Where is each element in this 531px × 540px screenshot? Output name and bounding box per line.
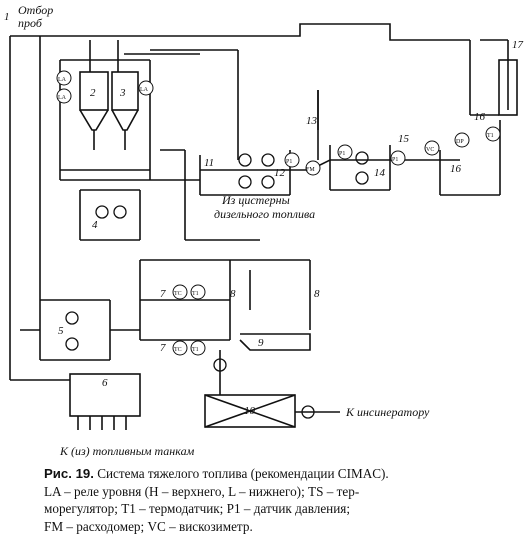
instrument-label: DP <box>456 139 464 145</box>
pumps <box>65 151 369 419</box>
item-number: 7 <box>160 342 166 354</box>
item-number: 1 <box>4 11 10 23</box>
item-number: 10 <box>244 405 256 417</box>
item-number: 16 <box>450 163 462 175</box>
label-diesel: Из цистерны <box>221 193 290 207</box>
item-number: 12 <box>274 167 286 179</box>
figure-caption: Рис. 19. Система тяжелого топлива (реком… <box>44 465 514 535</box>
item-number: 7 <box>160 288 166 300</box>
label-sampling-2: проб <box>18 16 43 30</box>
fuel-system-diagram: 1 2 3 4 5 6 7 7 8 8 9 10 11 12 13 14 15 … <box>4 3 524 458</box>
instrument-label: LA <box>140 87 149 93</box>
item-number: 8 <box>230 288 236 300</box>
instrument-label: T1 <box>192 291 199 297</box>
instrument-label: TC <box>174 291 182 297</box>
label-incinerator: К инсинератору <box>345 405 430 419</box>
item-number: 14 <box>374 167 386 179</box>
instrument-circles <box>56 70 501 356</box>
instrument-label: P1 <box>392 157 398 163</box>
item-number: 3 <box>119 87 126 99</box>
instrument-label: FM <box>306 167 315 173</box>
item-number: 11 <box>204 157 214 169</box>
item-number: 5 <box>58 325 64 337</box>
label-to-tanks: К (из) топливным танкам <box>59 444 195 458</box>
caption-line-2: LA – реле уровня (H – верхнего, L – нижн… <box>44 483 360 499</box>
instrument-label: P1 <box>286 159 292 165</box>
pipelines <box>9 23 518 430</box>
caption-title: Система тяжелого топлива (рекомендации C… <box>97 466 389 481</box>
instrument-label: VC <box>426 147 434 153</box>
instrument-label: LA <box>58 77 67 83</box>
caption-line-3: морегулятор; T1 – термодатчик; P1 – датч… <box>44 501 351 516</box>
label-diesel-2: дизельного топлива <box>214 207 315 221</box>
item-number: 13 <box>306 115 318 127</box>
instrument-label: LA <box>58 95 67 101</box>
item-number: 9 <box>258 337 264 349</box>
item-number: 16 <box>474 111 486 123</box>
instrument-label: T1 <box>487 133 494 139</box>
item-number: 6 <box>102 377 108 389</box>
caption-fig-number: Рис. 19. <box>44 466 94 481</box>
caption-line-4: FM – расходомер; VC – вискозиметр. <box>44 518 253 534</box>
instrument-label: P1 <box>339 151 345 157</box>
item-number: 17 <box>512 39 524 51</box>
item-number: 8 <box>314 288 320 300</box>
item-number: 4 <box>92 219 98 231</box>
instrument-label: TC <box>174 347 182 353</box>
label-sampling: Отбор <box>18 3 53 17</box>
item-number: 2 <box>90 87 96 99</box>
caption-line-1: Рис. 19. Система тяжелого топлива (реком… <box>44 465 514 483</box>
instrument-label: T1 <box>192 347 199 353</box>
item-number: 15 <box>398 133 410 145</box>
